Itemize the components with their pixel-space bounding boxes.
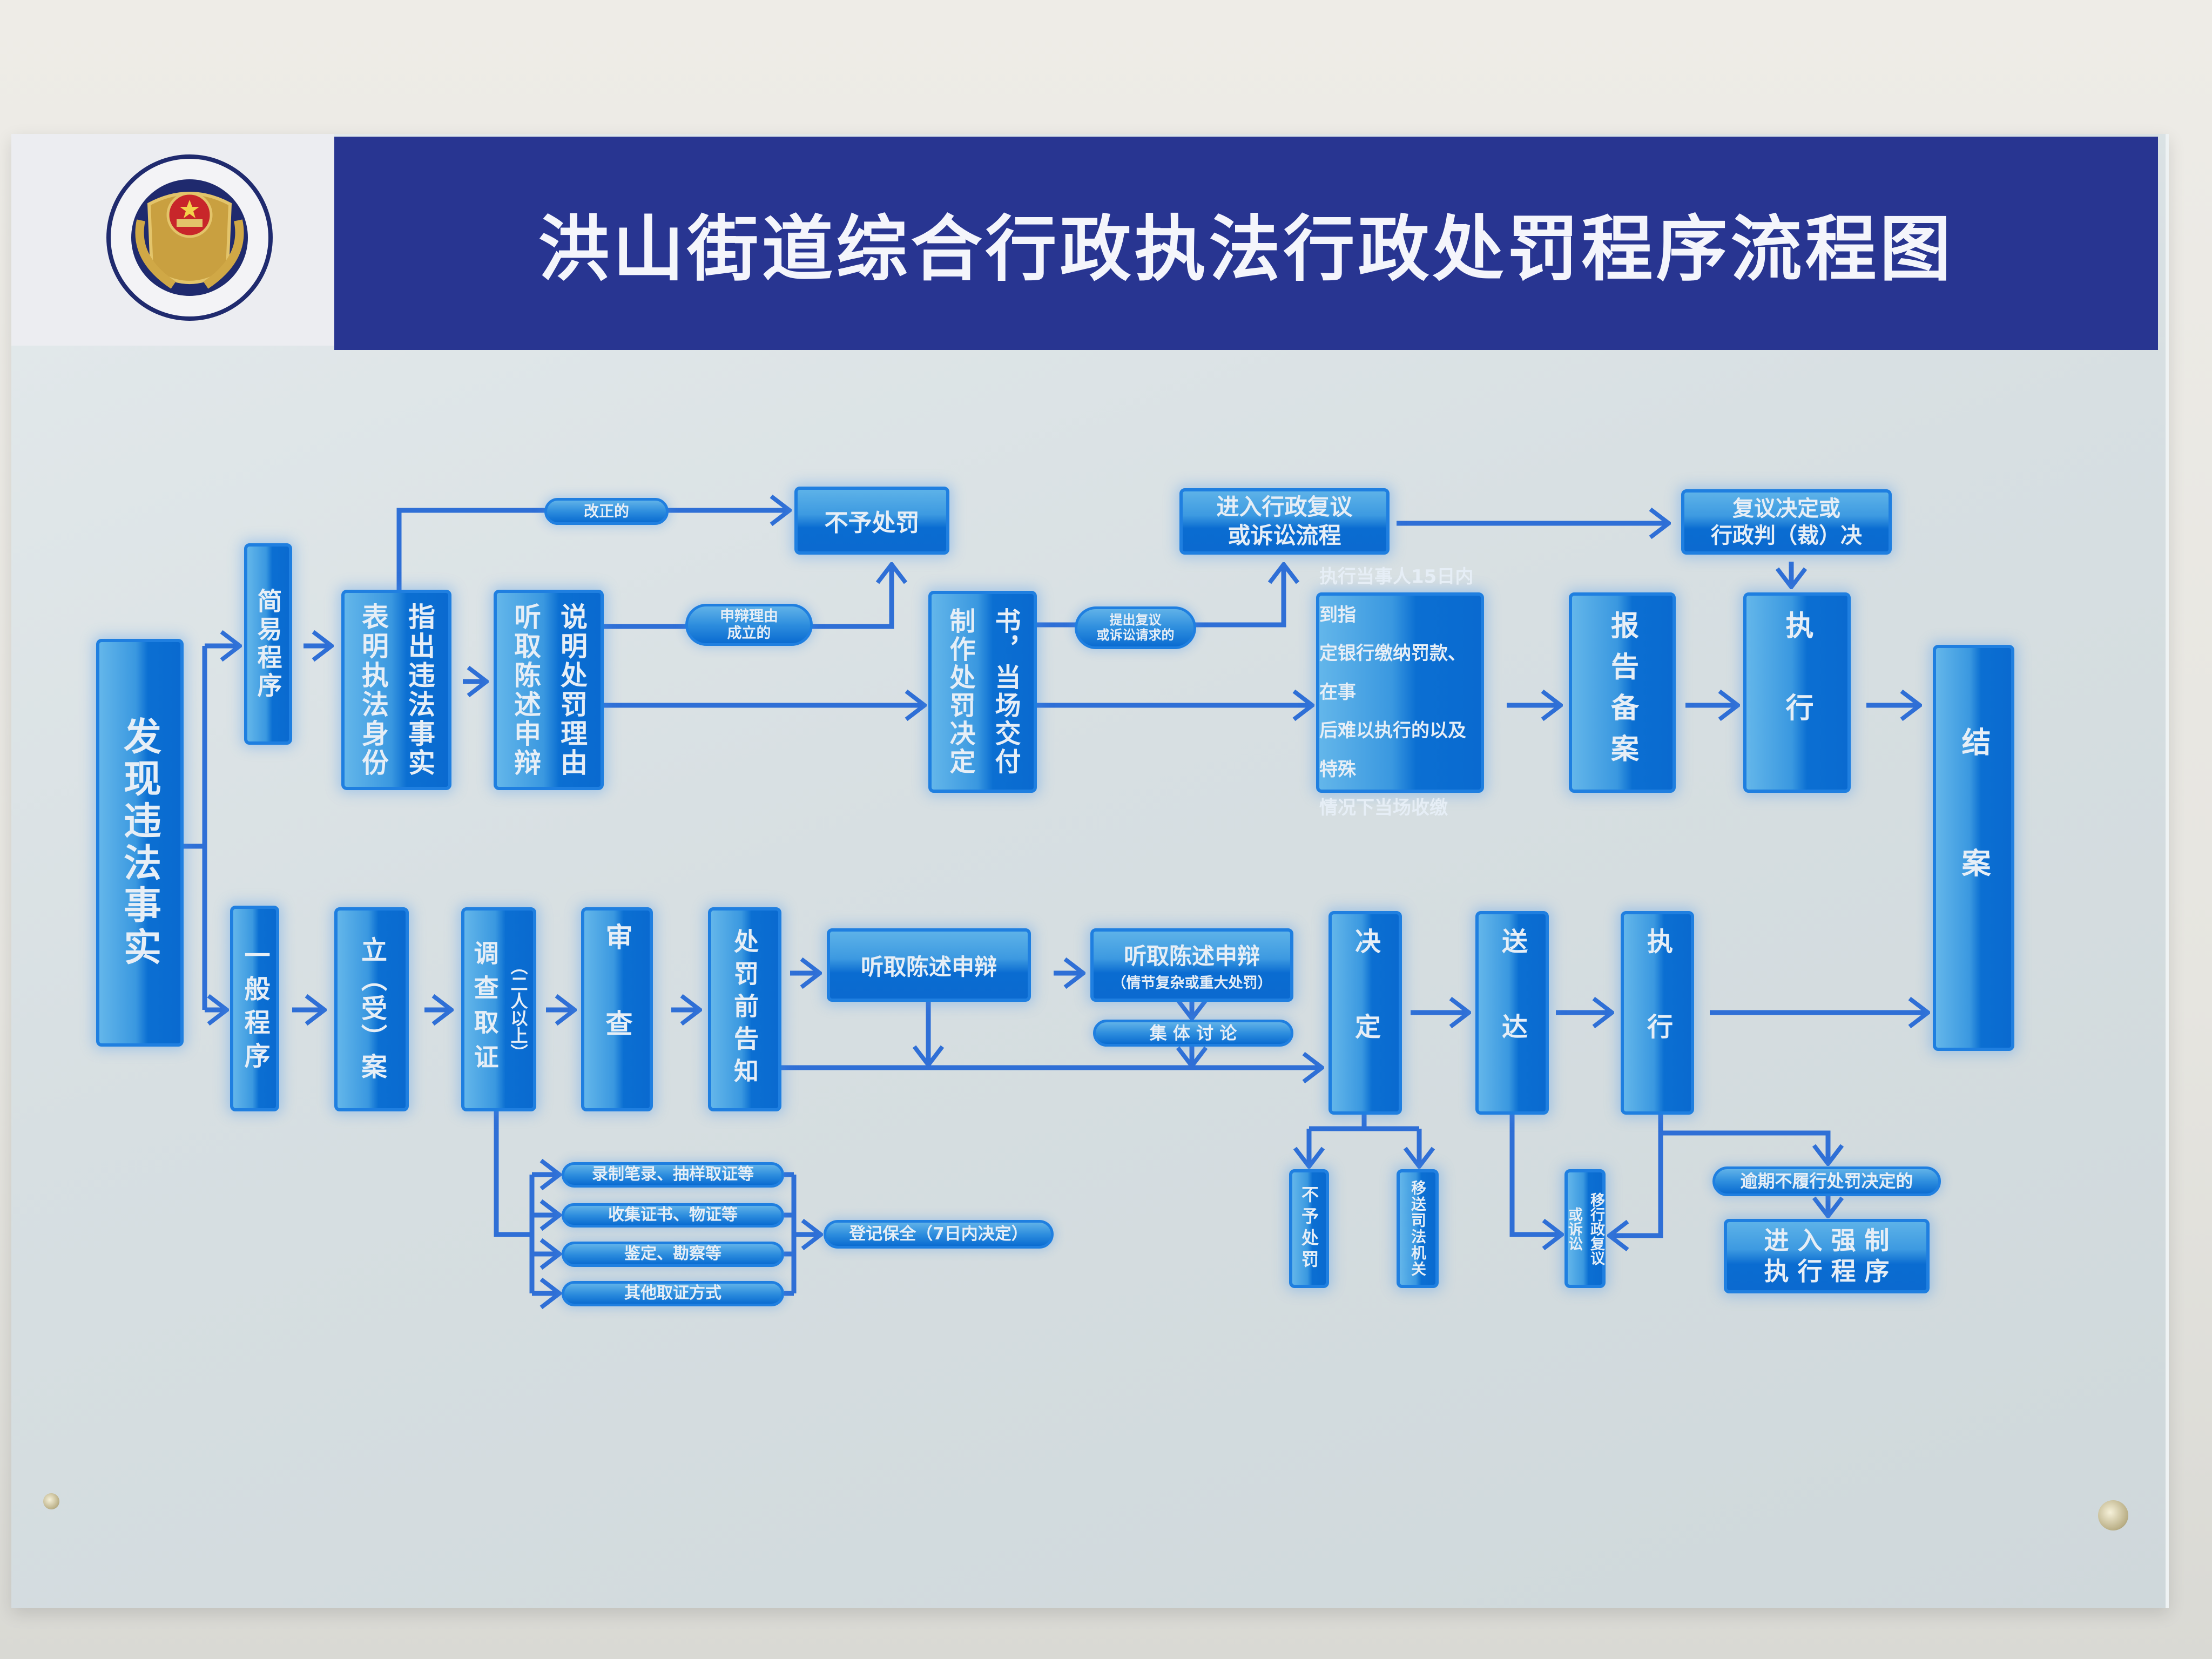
node-make-decision: 制作处罚决定书，当场交付 [928,591,1037,793]
screw-icon [2098,1500,2128,1530]
node-close-case: 结案 [1933,645,2014,1051]
node-transfer-review: 或诉讼移行政复议 [1564,1169,1606,1288]
glass-board [11,134,2169,1608]
connector [494,1111,535,1293]
node-execute-note: 执行当事人15日内到指 定银行缴纳罚款、在事 后难以执行的以及特殊 情况下当场收… [1316,566,1484,819]
node-hear-defense-2: 听取陈述申辩 [827,928,1031,1002]
evidence-item: 录制笔录、抽样取证等 [562,1162,784,1188]
node-serve: 送达 [1475,911,1549,1115]
evidence-item: 其他取证方式 [562,1281,784,1306]
node-execute-bottom: 执行 [1621,911,1694,1115]
node-notify: 处罚前告知 [708,907,781,1111]
node-review: 审查 [581,907,653,1111]
arrow [1509,1115,1562,1235]
node-decide: 决定 [1328,911,1402,1115]
node-investigate: 调查取证（二人以上） [461,907,536,1111]
node-no-penalty-top: 不予处罚 [794,487,949,555]
node-general-procedure: 一般程序 [230,906,279,1111]
label-defense-valid: 申辩理由 成立的 [685,604,813,646]
node-enter-review: 进入行政复议 或诉讼流程 [1179,488,1390,555]
node-register-preserve: 登记保全（7日内决定） [824,1220,1054,1249]
evidence-item: 收集证书、物证等 [562,1203,784,1228]
node-file-case: 立（受）案 [334,907,409,1111]
node-hear-defense-3: 听取陈述申辩（情节复杂或重大处罚） [1090,928,1293,1002]
node-collective-discussion: 集 体 讨 论 [1093,1020,1293,1047]
label-overdue: 逾期不履行处罚决定的 [1712,1166,1941,1196]
title-banner [334,137,2158,350]
logo-panel [11,134,334,346]
arrow [1661,1130,1828,1164]
connector [1309,1115,1419,1131]
evidence-item: 鉴定、勘察等 [562,1242,784,1267]
connector [784,1172,797,1296]
node-review-decision: 复议决定或 行政判（裁）决 [1681,489,1892,555]
node-discover-violation: 发现违法事实 [96,639,184,1047]
label-corrected: 改正的 [544,498,669,525]
node-hear-defense: 听取陈述申辩说明处罚理由 [494,590,604,790]
arrow [1609,1115,1663,1236]
label-request-review: 提出复议 或诉讼请求的 [1075,606,1196,649]
screw-icon [43,1493,59,1509]
node-simple-procedure: 简易程序 [244,543,292,745]
node-transfer-judicial: 移送司法机关 [1397,1169,1439,1288]
node-report-filing: 报告备案 [1569,592,1676,793]
node-enforce: 进 入 强 制 执 行 程 序 [1724,1219,1930,1293]
node-execute-top: 执行 [1743,592,1851,793]
law-enforcement-emblem-icon [106,154,273,321]
node-show-identity: 表明执法身份指出违法事实 [341,590,451,790]
page-title: 洪山街道综合行政执法行政处罚程序流程图 [538,207,1954,291]
node-no-penalty-bottom: 不予处罚 [1289,1169,1329,1288]
